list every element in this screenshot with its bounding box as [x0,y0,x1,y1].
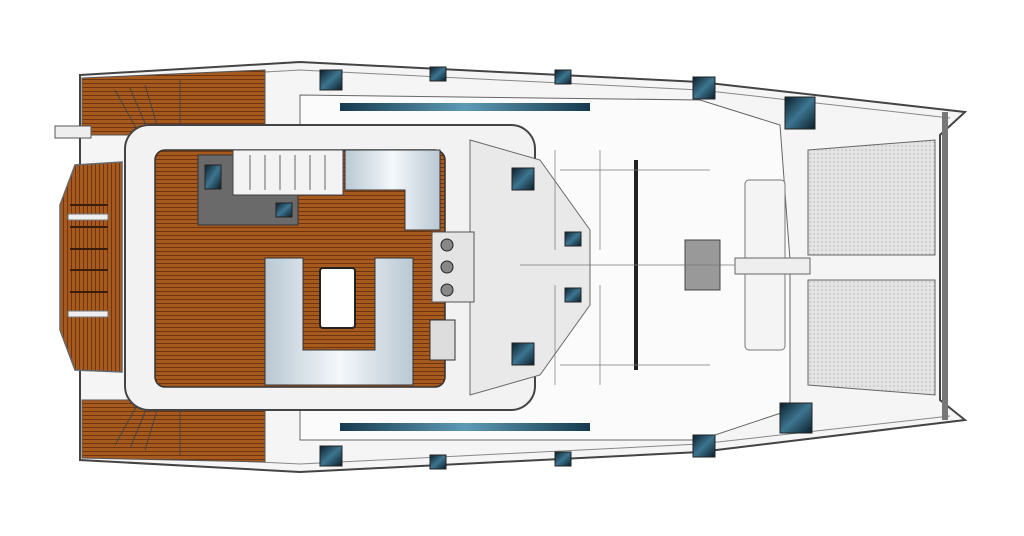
hatch [564,287,582,303]
hatch [564,231,582,247]
flybridge-windscreen [469,139,591,396]
deck-lines [520,150,735,385]
aft-teak-starboard [81,399,266,463]
hatch [692,434,716,458]
u-shaped-sofa [264,257,414,386]
hatch [511,342,535,366]
hatch [429,454,447,470]
boarding-ladder [54,125,92,139]
hatch [511,167,535,191]
helm-seat-1 [440,238,454,252]
deck-hatches [319,66,816,470]
stair-treads [249,155,326,190]
hatch [779,402,813,434]
trampoline-port [807,139,936,256]
side-window-strip-port [340,103,590,111]
hatch [692,76,716,100]
side-window-strip-starboard [340,423,590,431]
swim-platform [59,161,123,373]
forward-l-sofa [344,149,441,231]
port-stairs [114,80,181,136]
helm-seat-2 [440,260,454,274]
steering-console [429,319,456,361]
hatch [554,69,572,85]
hatch [319,445,343,467]
hatch [429,66,447,82]
fridge-icon [204,164,222,190]
hatch [554,451,572,467]
cocktail-table [319,267,356,329]
trampoline-starboard [807,279,936,396]
hatch [319,69,343,91]
helm-seat-3 [440,283,454,297]
hatch [784,96,816,130]
sink-icon [275,202,293,218]
starboard-stairs [114,399,181,455]
crossbeam [734,257,811,275]
